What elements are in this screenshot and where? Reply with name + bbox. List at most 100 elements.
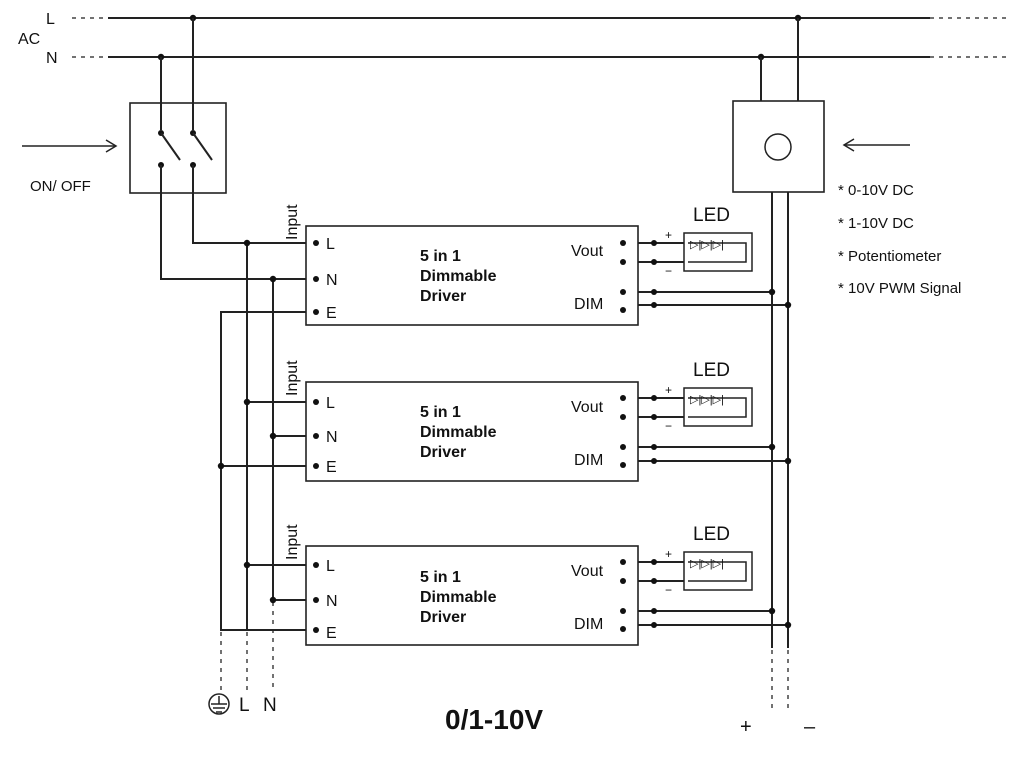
terminal-dot [620, 289, 626, 295]
terminal-dot [620, 414, 626, 420]
ac-label: AC [18, 31, 40, 48]
input-label: Input [284, 524, 301, 560]
led-label: LED [693, 524, 730, 545]
vout-label: Vout [571, 399, 604, 416]
junction-dot [651, 444, 657, 450]
driver-title-line-3: Driver [420, 609, 466, 626]
driver-title-line-1: 5 in 1 [420, 404, 461, 421]
pin-e-label: E [326, 459, 337, 476]
driver-title-line-3: Driver [420, 444, 466, 461]
ground-icon [208, 693, 230, 715]
dim-plus-terminal-label: + [740, 716, 752, 738]
switched-n-wire [160, 193, 306, 280]
driver-3: Input L N E 5 in 1 Dimmable Driver Vout … [284, 524, 792, 646]
mains-l-label: L [46, 11, 55, 28]
dim-label: DIM [574, 616, 603, 633]
driver-box [305, 225, 639, 326]
junction-dot [217, 462, 225, 470]
led-diode-icon: ▷|▷|▷| [690, 394, 724, 406]
vout-plus-sign: + [665, 383, 672, 397]
junction-dot [269, 432, 277, 440]
driver-title-line-2: Dimmable [420, 589, 497, 606]
dimmer-knob-icon [764, 133, 792, 161]
dimmer-option: * 1-10V DC [838, 215, 914, 232]
driver-title-line-3: Driver [420, 288, 466, 305]
switch-blade-icon [192, 132, 213, 161]
terminal-dot [620, 259, 626, 265]
driver-2: Input L N E 5 in 1 Dimmable Driver Vout … [284, 360, 792, 482]
led-loop-wire [688, 242, 747, 263]
switch-blade-icon [160, 132, 181, 161]
vout-minus-sign: − [665, 583, 672, 597]
led-diode-icon: ▷|▷|▷| [690, 558, 724, 570]
junction-dot [768, 607, 776, 615]
junction-dot [651, 240, 657, 246]
vout-plus-sign: + [665, 547, 672, 561]
terminal-dot [620, 578, 626, 584]
led-module-box [683, 551, 753, 591]
vout-minus-sign: − [665, 419, 672, 433]
driver-1: Input L N E 5 in 1 Dimmable Driver Vout … [284, 204, 792, 326]
pin-n-label: N [326, 272, 338, 289]
dim-label: DIM [574, 296, 603, 313]
led-label: LED [693, 205, 730, 226]
mains-n-label: N [46, 50, 58, 67]
terminal-dot [620, 444, 626, 450]
terminal-dot [313, 309, 319, 315]
terminal-dot [620, 626, 626, 632]
junction-dot [651, 622, 657, 628]
dimmer-option: * 10V PWM Signal [838, 280, 961, 297]
terminal-dot [313, 562, 319, 568]
dimmer-option: * 0-10V DC [838, 182, 914, 199]
dimmer-control-box [732, 100, 825, 193]
driver-title-line-1: 5 in 1 [420, 569, 461, 586]
vout-label: Vout [571, 563, 604, 580]
terminal-dot [620, 608, 626, 614]
driver-box [305, 545, 639, 646]
junction-dot [768, 443, 776, 451]
input-label: Input [284, 204, 301, 240]
dimmer-arrowhead-icon [842, 138, 855, 152]
driver-title-line-2: Dimmable [420, 424, 497, 441]
vout-label: Vout [571, 243, 604, 260]
terminal-dot [313, 240, 319, 246]
terminal-dot [313, 463, 319, 469]
junction-dot [651, 302, 657, 308]
pin-l-label: L [326, 395, 335, 412]
driver-box [305, 381, 639, 482]
led-module-box [683, 387, 753, 427]
dim-minus-terminal-label: – [804, 716, 816, 738]
junction-dot [784, 457, 792, 465]
on-off-switch-box [129, 102, 227, 194]
terminal-dot [313, 597, 319, 603]
vout-plus-sign: + [665, 228, 672, 242]
diagram-title: 0/1-10V [445, 704, 543, 735]
dim-label: DIM [574, 452, 603, 469]
terminal-dot [313, 276, 319, 282]
pin-e-label: E [326, 625, 337, 642]
led-loop-wire [688, 397, 747, 418]
junction-dot [651, 259, 657, 265]
pin-l-label: L [326, 236, 335, 253]
junction-dot [269, 596, 277, 604]
bottom-l-label: L [239, 695, 250, 716]
junction-dot [243, 239, 251, 247]
bus-e [220, 311, 306, 631]
terminal-dot [620, 462, 626, 468]
junction-dot [651, 414, 657, 420]
junction-dot [651, 289, 657, 295]
switched-l-wire [192, 193, 306, 244]
led-diode-icon: ▷|▷|▷| [690, 239, 724, 251]
led-label: LED [693, 360, 730, 381]
bottom-n-label: N [263, 695, 277, 716]
driver-title-line-1: 5 in 1 [420, 248, 461, 265]
junction-dot [269, 275, 277, 283]
pin-n-label: N [326, 593, 338, 610]
junction-dot [651, 395, 657, 401]
terminal-dot [313, 433, 319, 439]
junction-dot [784, 301, 792, 309]
pin-n-label: N [326, 429, 338, 446]
junction-dot [651, 578, 657, 584]
terminal-dot [620, 240, 626, 246]
